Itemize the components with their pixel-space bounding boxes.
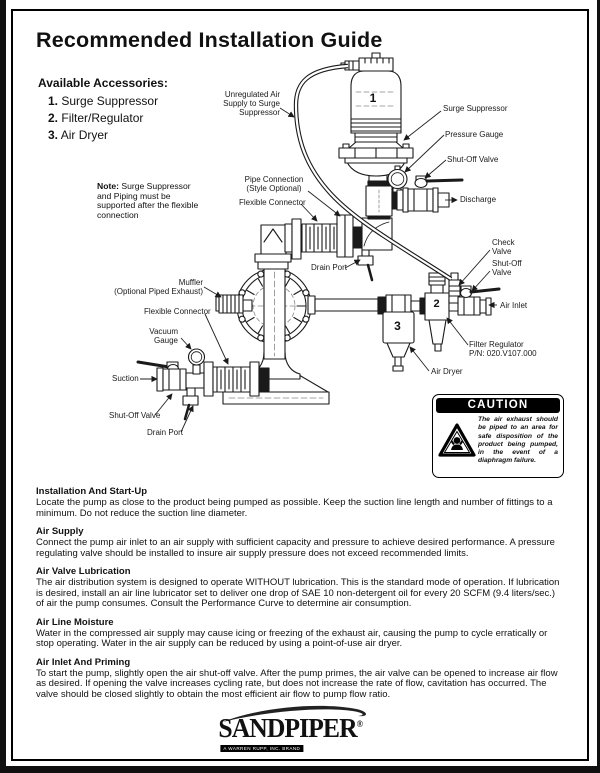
label-check-valve: Check Valve: [492, 238, 515, 256]
caution-box: CAUTION The air exhaust should be piped …: [432, 394, 564, 478]
accessory-item: 3. Air Dryer: [48, 128, 109, 142]
section-air-valve-lubrication: Air Valve Lubrication The air distributi…: [36, 566, 565, 610]
callout-2-filter-regulator: 2: [433, 298, 440, 310]
label-shut-off-valve-left: Shut-Off Valve: [109, 411, 161, 420]
label-pipe-connection: Pipe Connection (Style Optional): [244, 175, 304, 193]
label-vacuum-gauge: Vacuum Gauge: [149, 327, 178, 345]
caution-text: The air exhaust should be piped to an ar…: [478, 416, 558, 465]
accessory-item: 1. Surge Suppressor: [48, 94, 159, 108]
installation-diagram: Unregulated Air Supply to Surge Suppress…: [109, 52, 537, 437]
caution-title: CAUTION: [436, 398, 560, 413]
label-air-inlet: Air Inlet: [500, 301, 528, 310]
brand-name: SANDPIPER®: [218, 713, 364, 743]
accessories-list: Available Accessories: 1. Surge Suppress…: [38, 76, 168, 144]
sandpiper-logo: SANDPIPER® A WARREN RUPP, INC. BRAND: [218, 701, 378, 752]
section-heading: Air Supply: [36, 526, 84, 537]
accessory-item: 2. Filter/Regulator: [48, 111, 144, 125]
brand-tagline: A WARREN RUPP, INC. BRAND: [220, 745, 304, 752]
body-text: Installation And Start-Up Locate the pum…: [36, 486, 565, 707]
section-air-supply: Air Supply Connect the pump air inlet to…: [36, 526, 565, 559]
callout-3-air-dryer: 3: [394, 319, 401, 333]
section-body: Water in the compressed air supply may c…: [36, 627, 548, 649]
label-air-dryer: Air Dryer: [431, 367, 463, 376]
label-shut-off-valve-right: Shut-Off Valve: [492, 259, 522, 277]
section-air-line-moisture: Air Line Moisture Water in the compresse…: [36, 617, 565, 650]
label-surge-suppressor: Surge Suppressor: [443, 104, 508, 113]
label-shut-off-valve-top: Shut-Off Valve: [447, 155, 499, 164]
scan-edge-left: [0, 0, 6, 773]
section-body: Locate the pump as close to the product …: [36, 497, 553, 519]
label-suction: Suction: [112, 374, 139, 383]
label-discharge: Discharge: [460, 195, 497, 204]
section-installation-and-start-up: Installation And Start-Up Locate the pum…: [36, 486, 565, 519]
section-body: Connect the pump air inlet to an air sup…: [36, 537, 555, 559]
label-drain-port-bottom: Drain Port: [147, 428, 184, 437]
section-heading: Air Line Moisture: [36, 616, 114, 628]
note-text: Note: Surge Suppressor and Piping must b…: [97, 181, 199, 220]
section-air-inlet-and-priming: Air Inlet And Priming To start the pump,…: [36, 657, 565, 701]
section-heading: Air Inlet And Priming: [36, 656, 131, 668]
logo-swoosh-icon: [222, 705, 367, 722]
diagram-line-art: [136, 52, 501, 433]
warning-triangle-icon: [436, 416, 478, 466]
label-pressure-gauge: Pressure Gauge: [445, 130, 504, 139]
page-border: [11, 9, 589, 761]
scan-edge-bottom: [0, 766, 600, 773]
label-muffler: Muffler (Optional Piped Exhaust): [114, 278, 203, 296]
section-body: To start the pump, slightly open the air…: [36, 667, 558, 700]
page-title: Recommended Installation Guide: [36, 28, 383, 52]
scan-edge-right: [597, 0, 600, 773]
section-heading: Installation And Start-Up: [36, 486, 148, 497]
label-unregulated-air: Unregulated Air Supply to Surge Suppress…: [223, 90, 280, 117]
label-filter-regulator: Filter Regulator P/N: 020.V107.000: [469, 340, 537, 358]
registered-mark: ®: [356, 719, 364, 729]
callout-1-surge-suppressor: 1: [369, 91, 377, 105]
label-flexible-connector-left: Flexible Connector: [144, 307, 211, 316]
section-heading: Air Valve Lubrication: [36, 566, 131, 577]
accessories-heading: Available Accessories:: [38, 76, 168, 90]
section-body: The air distribution system is designed …: [36, 577, 560, 609]
label-drain-port-top: Drain Port: [311, 263, 348, 272]
label-flexible-connector-top: Flexible Connector: [239, 198, 306, 207]
